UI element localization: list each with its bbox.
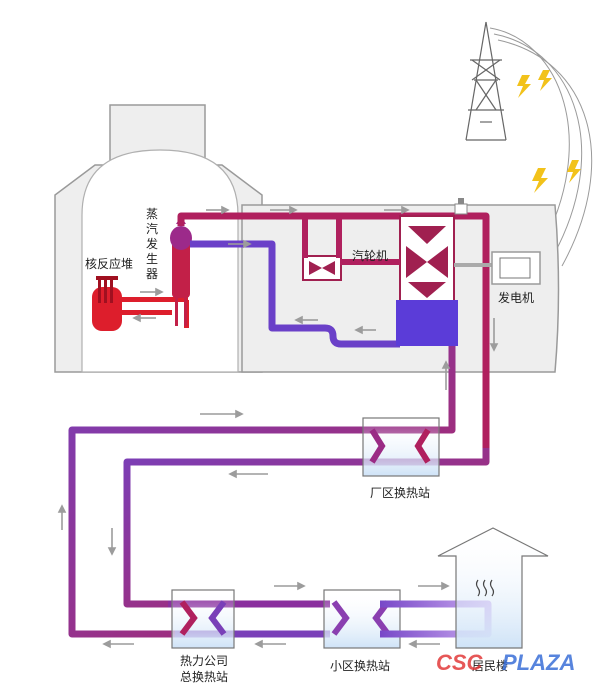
company-station-label-line1: 热力公司: [180, 654, 228, 668]
power-lines: [489, 27, 593, 267]
flow-arrows: [57, 205, 499, 649]
heat-waves-icon: [475, 579, 495, 597]
company-station-label-line2: 总换热站: [180, 670, 228, 684]
company-heat-exchange-station: [171, 589, 235, 649]
community-heat-exchange-station: [323, 589, 401, 649]
svg-text:汽: 汽: [146, 221, 158, 236]
community-station-label: 小区换热站: [330, 659, 390, 673]
transmission-tower: [465, 21, 507, 141]
plant-heat-exchange-station: [362, 417, 440, 477]
residential-label: 居民楼: [472, 658, 508, 673]
turbine: [340, 198, 468, 346]
reactor-label: 核反应堆: [85, 256, 133, 271]
valve: [302, 216, 342, 281]
generator-label: 发电机: [498, 290, 534, 305]
reactor-vessel: [92, 276, 189, 331]
feedwater-pipe: [190, 240, 400, 348]
svg-text:生: 生: [146, 252, 158, 266]
district-return-pipe: [68, 346, 456, 638]
residential-building: [437, 527, 549, 649]
svg-text:发: 发: [146, 236, 158, 251]
watermark-logo: CSC PLAZA: [436, 650, 575, 675]
generator: [491, 251, 541, 285]
svg-text:CSC: CSC: [436, 650, 484, 675]
steam-generator: [170, 216, 192, 326]
svg-text:PLAZA: PLAZA: [502, 650, 575, 675]
steam-generator-label: 蒸 汽 发 生 器: [146, 207, 158, 281]
svg-text:器: 器: [146, 267, 158, 281]
steam-pipe: [123, 212, 490, 608]
svg-text:蒸: 蒸: [146, 207, 158, 221]
plant-station-label: 厂区换热站: [370, 486, 430, 500]
turbine-label: 汽轮机: [352, 248, 388, 263]
lightning-icon: [517, 70, 581, 193]
